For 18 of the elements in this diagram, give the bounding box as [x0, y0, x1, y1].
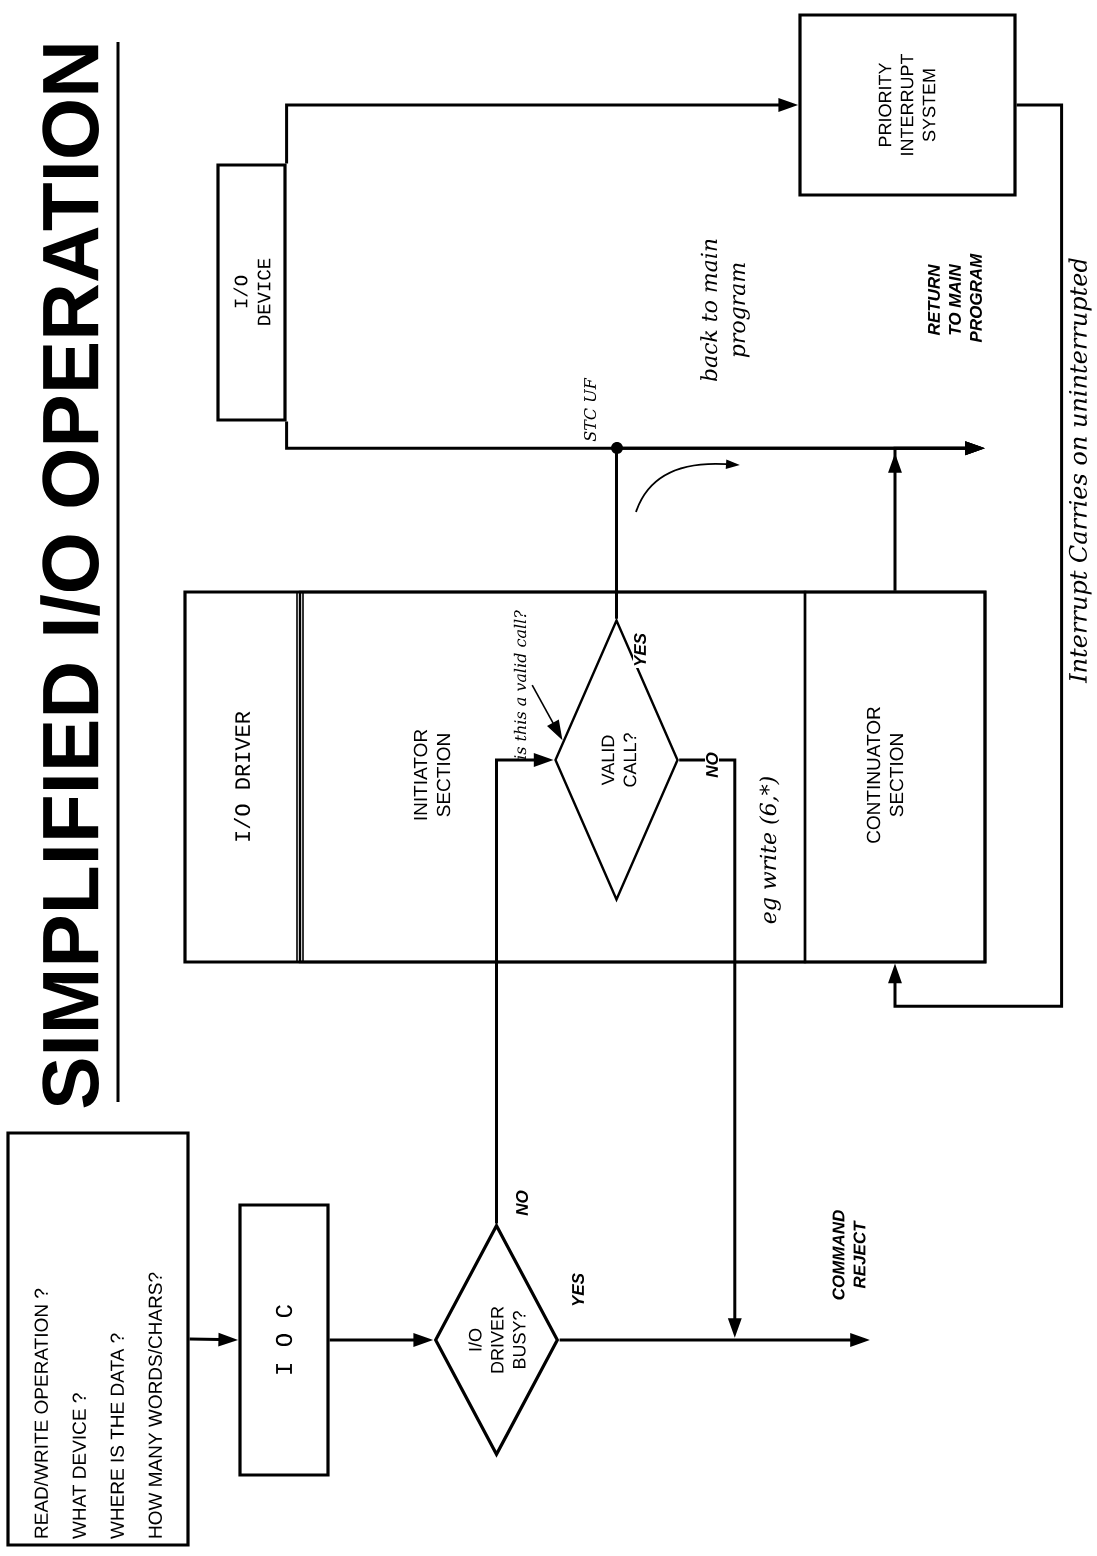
handwritten-note: back to main program: [700, 239, 750, 382]
edge-label: YES: [633, 632, 647, 668]
edge-label: NO: [705, 751, 719, 779]
handwritten-note: STC UF: [583, 377, 597, 442]
question-box: READ/WRITE OPERATION ? WHAT DEVICE ? WHERE IS THE DATA ? HOW MANY WORDS/CHARS?: [6, 1131, 190, 1547]
process-box: I O C: [238, 1203, 330, 1477]
terminal-label: COMMAND REJECT: [832, 1210, 866, 1300]
handwritten-note: Interrupt Carries on uninterrupted: [1068, 258, 1092, 684]
handwritten-note: eg write (6,*): [759, 777, 781, 924]
device-box: I/O DEVICE: [216, 163, 287, 422]
handwritten-note: is this a valid call?: [513, 610, 527, 759]
title: SIMPLIFIED I/O OPERATION: [40, 45, 100, 1108]
edge-label: YES: [571, 1272, 585, 1308]
terminal-label: RETURN TO MAIN PROGRAM: [928, 253, 982, 343]
edge-label: NO: [515, 1189, 529, 1217]
arrow: [888, 103, 1064, 1008]
process-box: PRIORITY INTERRUPT SYSTEM: [798, 13, 1017, 197]
section-box: CONTINUATOR SECTION: [803, 590, 987, 964]
